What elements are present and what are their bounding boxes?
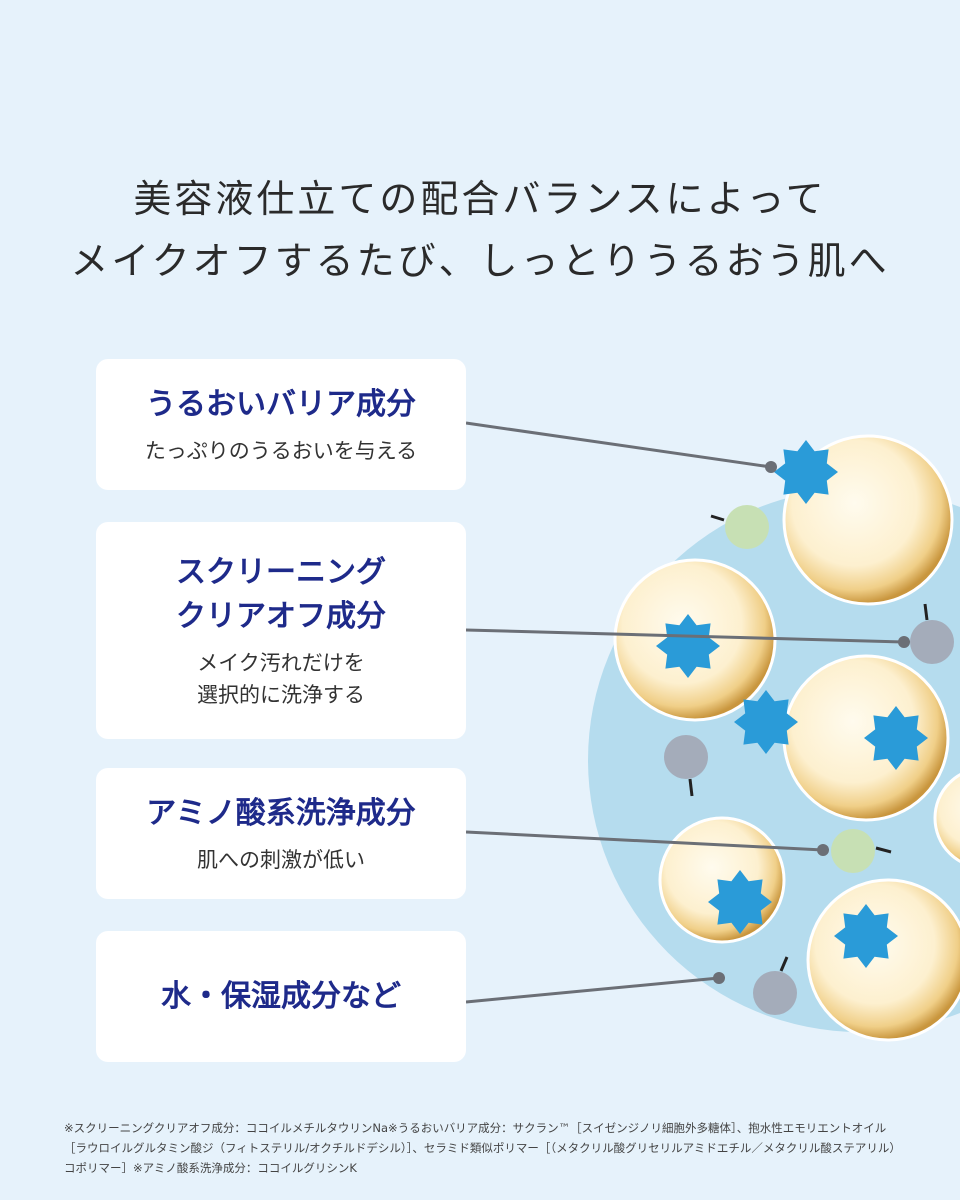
card-title-line: 水・保湿成分など bbox=[161, 978, 401, 1014]
card-title-line: うるおいバリア成分 bbox=[146, 386, 416, 422]
card-description-line: メイク汚れだけを bbox=[197, 650, 365, 675]
card-title: 水・保湿成分など bbox=[161, 975, 401, 1019]
card-title: うるおいバリア成分 bbox=[146, 383, 416, 427]
surfactant-molecule-icon bbox=[664, 505, 954, 1015]
card-description-line: 選択的に洗浄する bbox=[197, 682, 365, 707]
card-description: たっぷりのうるおいを与える bbox=[145, 435, 417, 467]
leader-lines bbox=[465, 421, 910, 1004]
ingredient-card-water-moisturizer: 水・保湿成分など bbox=[96, 931, 466, 1062]
ingredient-card-amino-acid-cleanser: アミノ酸系洗浄成分 肌への刺激が低い bbox=[96, 768, 466, 899]
card-title: アミノ酸系洗浄成分 bbox=[146, 792, 415, 836]
card-title: スクリーニング クリアオフ成分 bbox=[176, 551, 386, 639]
footnote: ※スクリーニングクリアオフ成分：ココイルメチルタウリンNa※うるおいバリア成分：… bbox=[64, 1121, 896, 1175]
card-title-line: スクリーニング bbox=[176, 554, 386, 590]
card-description: メイク汚れだけを 選択的に洗浄する bbox=[197, 647, 365, 711]
headline-line-2: メイクオフするたび、しっとりうるおう肌へ bbox=[70, 239, 890, 283]
card-title-line: クリアオフ成分 bbox=[176, 598, 386, 634]
card-description: 肌への刺激が低い bbox=[197, 844, 365, 876]
ingredient-card-moisture-barrier: うるおいバリア成分 たっぷりのうるおいを与える bbox=[96, 359, 466, 490]
headline: 美容液仕立ての配合バランスによって メイクオフするたび、しっとりうるおう肌へ bbox=[0, 168, 960, 292]
ingredient-card-screening-clear-off: スクリーニング クリアオフ成分 メイク汚れだけを 選択的に洗浄する bbox=[96, 522, 466, 739]
headline-line-1: 美容液仕立ての配合バランスによって bbox=[133, 177, 827, 221]
card-title-line: アミノ酸系洗浄成分 bbox=[146, 795, 416, 831]
card-description-line: 肌への刺激が低い bbox=[197, 847, 365, 872]
card-description-line: たっぷりのうるおいを与える bbox=[144, 438, 418, 463]
